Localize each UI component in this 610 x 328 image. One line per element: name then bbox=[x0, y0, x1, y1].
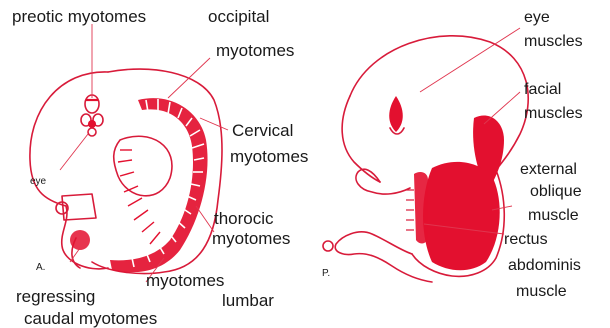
panel-a-embryo bbox=[30, 24, 228, 282]
panel-a-tag: A. bbox=[36, 262, 45, 273]
label-rectus: rectus bbox=[504, 231, 548, 248]
label-occipital: occipital bbox=[208, 7, 269, 26]
label-rectus-muscle: muscle bbox=[516, 283, 567, 300]
label-eye-a: eye bbox=[30, 176, 47, 187]
panel-b-rectus-abdominis bbox=[414, 172, 428, 243]
panel-b-eye bbox=[389, 96, 403, 132]
panel-b-segment-marks bbox=[406, 190, 414, 230]
leader-facial bbox=[484, 92, 520, 124]
label-eye-muscles: muscles bbox=[524, 33, 583, 50]
label-preotic-myotomes: preotic myotomes bbox=[12, 7, 146, 26]
label-cervical-myotomes: myotomes bbox=[230, 147, 308, 166]
panel-a-head-outline bbox=[30, 72, 108, 269]
panel-b-embryo bbox=[323, 28, 528, 282]
panel-a-tail-blob bbox=[70, 230, 90, 250]
leader-occipital bbox=[168, 58, 210, 98]
panel-b-foot bbox=[323, 241, 333, 251]
label-occipital-myotomes: myotomes bbox=[216, 41, 294, 60]
label-external-muscle: muscle bbox=[528, 207, 579, 224]
label-lumbar-myotomes: myotomes bbox=[146, 271, 224, 290]
leader-cervical bbox=[200, 118, 228, 130]
label-eye-b: eye bbox=[524, 9, 550, 26]
label-external: external bbox=[520, 161, 577, 178]
label-oblique: oblique bbox=[530, 183, 582, 200]
panel-a-heart-bulge bbox=[114, 136, 172, 196]
label-cervical: Cervical bbox=[232, 121, 293, 140]
label-caudal-myotomes: caudal myotomes bbox=[24, 309, 157, 328]
label-regressing: regressing bbox=[16, 287, 95, 306]
label-abdominis: abdominis bbox=[508, 257, 581, 274]
label-lumbar: lumbar bbox=[222, 291, 274, 310]
label-facial-muscles: muscles bbox=[524, 105, 583, 122]
panel-b-tag: P. bbox=[322, 268, 330, 279]
panel-b-arm bbox=[356, 169, 410, 194]
panel-b-external-oblique bbox=[423, 162, 500, 270]
label-facial: facial bbox=[524, 81, 561, 98]
label-thoracic: thorocic bbox=[214, 209, 274, 228]
leader-eye-a bbox=[60, 134, 88, 170]
panel-a-eye bbox=[88, 128, 96, 136]
panel-a-preotic-cluster bbox=[81, 95, 103, 128]
label-thoracic-myotomes: myotomes bbox=[212, 229, 290, 248]
